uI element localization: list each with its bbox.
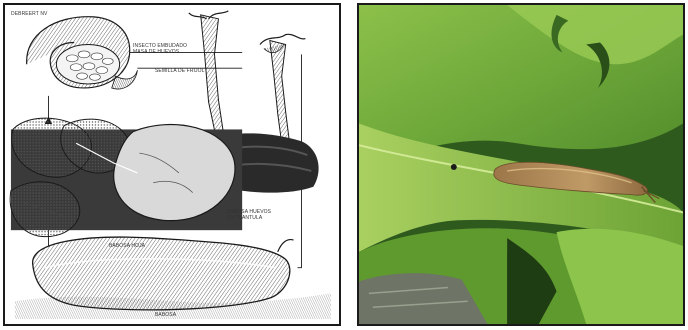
slug-photo [359,5,683,324]
slug-photo-panel [357,3,685,326]
seedling-label: BABOSA HUEVOS EN PLANTULA [227,209,279,221]
illustration-panel: DEBREERT NV INSECTO EMBUDADO MASA DE HUE… [3,3,341,326]
seedling-stems [189,11,306,143]
seed-label: SEMILLA DE FRIJOL [155,68,205,74]
seed-pod-drawing [27,17,138,89]
small-dark-spot [451,164,457,170]
slug-label: BABOSA [155,312,176,318]
slug-drawing [15,237,331,319]
leaf-label: BABOSA HOJA [109,243,145,249]
egg-mass-label: INSECTO EMBUDADO MASA DE HUEVOS [133,43,193,55]
corner-credit-label: DEBREERT NV [11,11,47,17]
